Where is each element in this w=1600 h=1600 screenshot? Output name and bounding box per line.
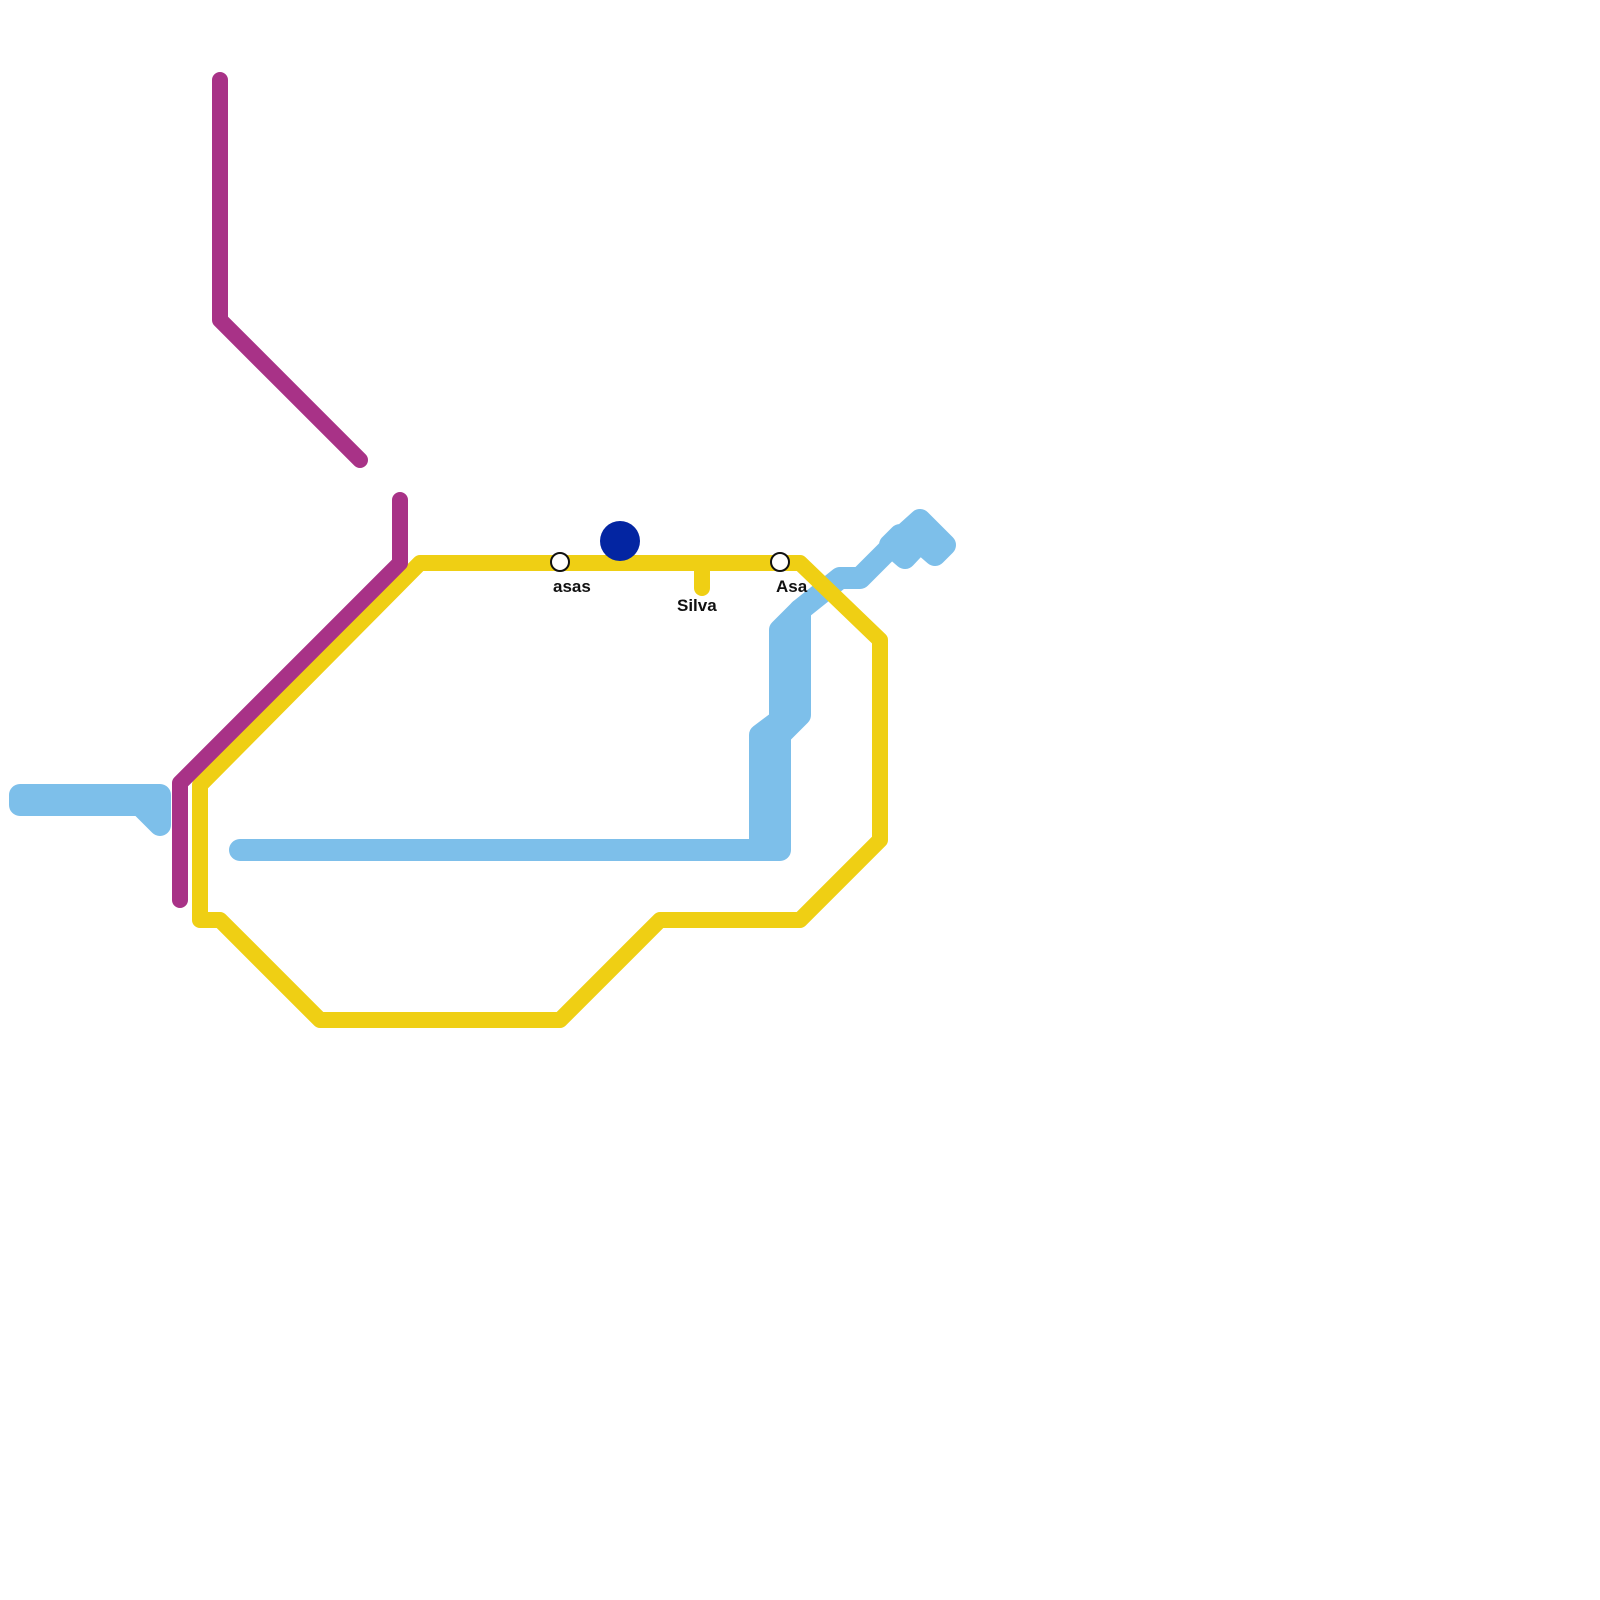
station-label: asas	[553, 577, 591, 596]
station-label: Asa	[776, 577, 808, 596]
purple-segment-south[interactable]	[172, 492, 408, 908]
station-label: Silva	[677, 596, 717, 615]
station-asas[interactable]: asas	[550, 552, 591, 596]
light-blue-segment-west[interactable]	[9, 784, 171, 836]
yellow-loop[interactable]	[192, 555, 888, 1028]
dark-blue-stop-marker[interactable]	[600, 521, 640, 561]
station-asa[interactable]: Asa	[770, 552, 808, 596]
station-marker[interactable]	[770, 552, 790, 572]
purple-segment-north[interactable]	[212, 72, 368, 468]
station-marker[interactable]	[550, 552, 570, 572]
purple-line[interactable]	[172, 72, 408, 908]
yellow-line[interactable]	[192, 555, 888, 1028]
station-silva[interactable]: Silva	[677, 596, 717, 615]
light-blue-segment-branch[interactable]	[789, 509, 956, 621]
light-blue-line[interactable]	[9, 509, 956, 861]
